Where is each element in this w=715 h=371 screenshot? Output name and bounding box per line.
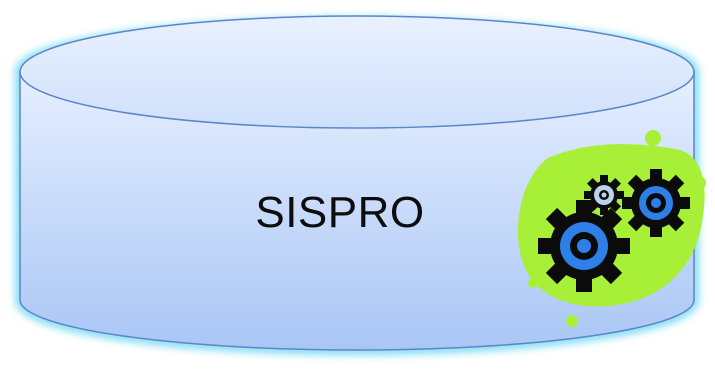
blob-dot [692,176,706,190]
blob-dot [645,130,661,146]
blob-dot [566,315,578,327]
small-gear-icon [584,175,624,215]
blob-dot [528,278,538,288]
database-cylinder-top [19,15,695,129]
database-cylinder-body [19,71,695,351]
large-gear-icon [538,200,630,292]
database-label: SISPRO [255,188,425,237]
gears-icon [517,130,706,327]
medium-gear-icon [622,169,690,237]
